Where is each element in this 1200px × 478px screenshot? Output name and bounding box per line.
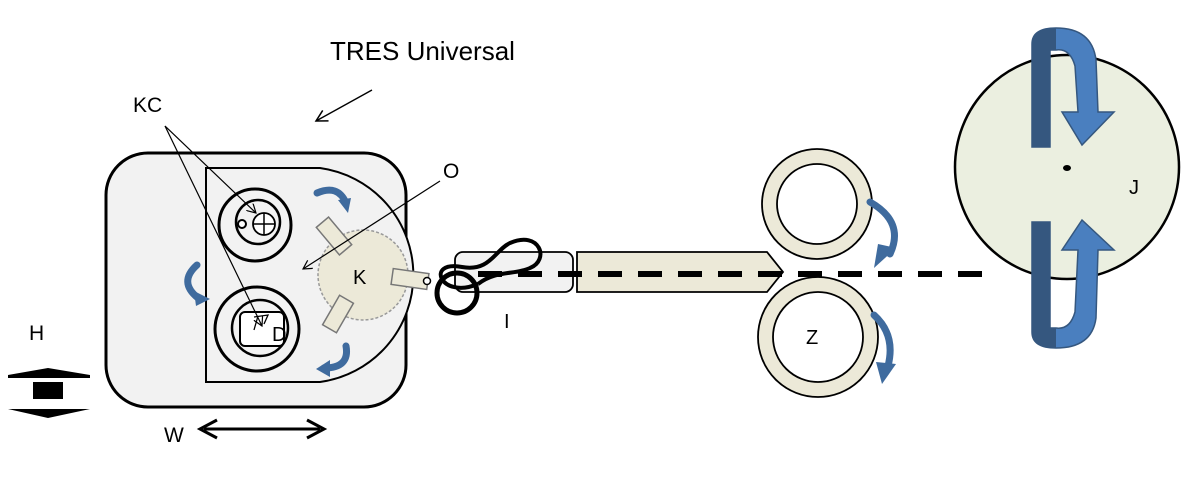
kc-pointer-top (164, 125, 256, 213)
label-w: W (164, 424, 184, 447)
roller-top-inner (776, 163, 858, 245)
label-h: H (29, 322, 44, 345)
label-j: J (1129, 177, 1139, 199)
rotation-arrow-icon (316, 342, 351, 377)
tape-loop-ring (434, 270, 480, 316)
rotor-tip (422, 276, 432, 286)
label-kc: KC (133, 94, 162, 117)
disc-center-dot (1063, 165, 1071, 171)
rotation-arrow-icon (1031, 27, 1116, 148)
kc-pointer-bottom (164, 125, 262, 326)
rotation-arrow-icon (184, 261, 210, 306)
title-pointer-arrow (314, 89, 373, 122)
roller-bottom-inner (772, 291, 864, 383)
o-pointer (303, 180, 441, 269)
double-headed-arrow-icon (196, 418, 328, 440)
label-k: K (353, 267, 367, 289)
rotor-paddle-top (315, 216, 353, 256)
label-o: O (443, 160, 459, 183)
label-i: I (504, 311, 510, 333)
rotation-arrow-icon (866, 198, 898, 268)
tape-loop (438, 237, 543, 290)
rotation-arrow-icon (870, 311, 896, 384)
cassette-top-pin (237, 219, 247, 229)
rotation-arrow-icon (1031, 218, 1116, 349)
label-z: Z (806, 327, 818, 349)
diagram-title: TRES Universal (330, 36, 515, 66)
rotor-paddle-bottom (321, 294, 355, 334)
detector-box (239, 311, 285, 347)
rotation-arrow-icon (313, 186, 351, 213)
label-d: D (272, 324, 286, 346)
vertical-double-arrow-icon (8, 368, 90, 418)
